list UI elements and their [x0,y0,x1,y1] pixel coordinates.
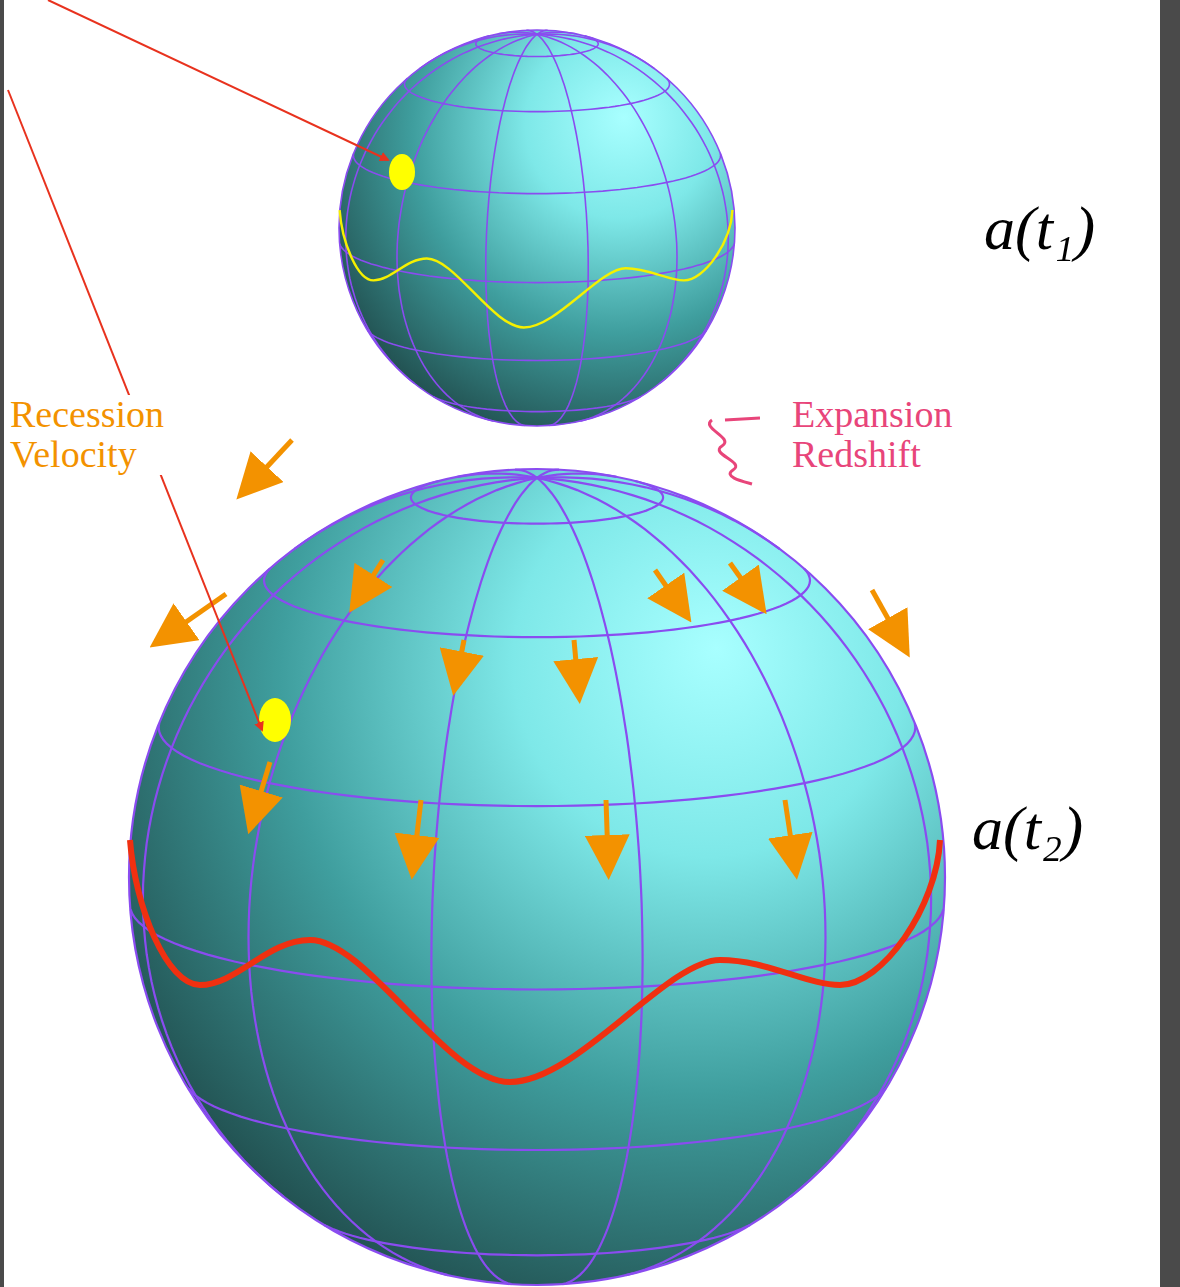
large-sphere [129,469,945,1285]
scale-factor-label: a(t₂) [972,796,1152,861]
grid-line [486,34,537,425]
grid-line [131,909,944,989]
grid-line [340,244,734,283]
velocity-arrow-symbol [250,440,292,485]
grid-line [537,478,826,1275]
grid-line [476,36,598,57]
frame-strip [1160,0,1180,1287]
grid-line [537,478,643,1284]
leader-line [8,90,262,730]
recession-arrows [166,560,900,860]
sphere-grid [131,470,944,1285]
symbol-label: Recession Velocity [8,395,242,475]
sphere-outline [339,30,735,426]
grid-line [346,34,537,383]
grid-line [249,478,538,1275]
grid-line [434,397,641,412]
grid-line [264,569,810,638]
grid-line [368,330,707,360]
sphere-outline [129,469,945,1285]
grid-line [397,34,537,421]
grid-line [324,1225,750,1255]
leader-line [48,0,388,160]
small-sphere [339,30,735,426]
grid-line [188,1088,886,1150]
grid-line [537,470,559,478]
symbol-label: Expansion Redshift [792,395,1012,475]
grid-line [353,154,720,194]
grid-line [143,478,537,1197]
grid-line [537,34,677,421]
galaxy-dot [389,154,415,190]
yellow-wave [340,210,733,327]
grid-line [405,78,670,111]
grid-line [537,34,588,425]
redshift-squiggle-symbol [709,418,760,484]
grid-line [411,481,663,524]
grid-line [537,34,728,383]
sphere-grid [340,30,734,425]
red-wave [130,840,940,1082]
frame-strip [0,0,4,1287]
grid-line [431,478,537,1284]
scale-factor-label: a(t₁) [984,196,1154,261]
grid-line [537,478,931,1197]
galaxy-dot [259,698,291,742]
